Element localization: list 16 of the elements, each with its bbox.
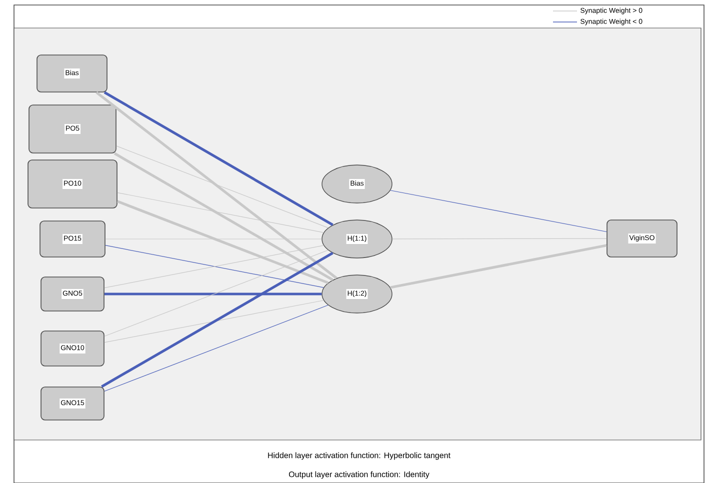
footnote-text: Output layer activation function: Identity bbox=[288, 471, 430, 479]
footnote-text: Hidden layer activation function: Hyperbolic tangent bbox=[268, 452, 450, 460]
connection-line bbox=[392, 238, 607, 240]
connection-line bbox=[104, 250, 328, 337]
connection-line bbox=[390, 244, 607, 289]
connection-line bbox=[114, 152, 334, 282]
connection-line bbox=[96, 91, 338, 280]
connection-line bbox=[104, 292, 322, 296]
connection-line bbox=[104, 304, 328, 392]
connection-line bbox=[116, 146, 328, 228]
connection-line bbox=[104, 91, 334, 226]
connection-line bbox=[390, 190, 607, 232]
connection-line bbox=[101, 252, 334, 388]
connection-line bbox=[116, 200, 329, 284]
connection-line bbox=[117, 192, 324, 233]
connection-line bbox=[104, 300, 324, 343]
